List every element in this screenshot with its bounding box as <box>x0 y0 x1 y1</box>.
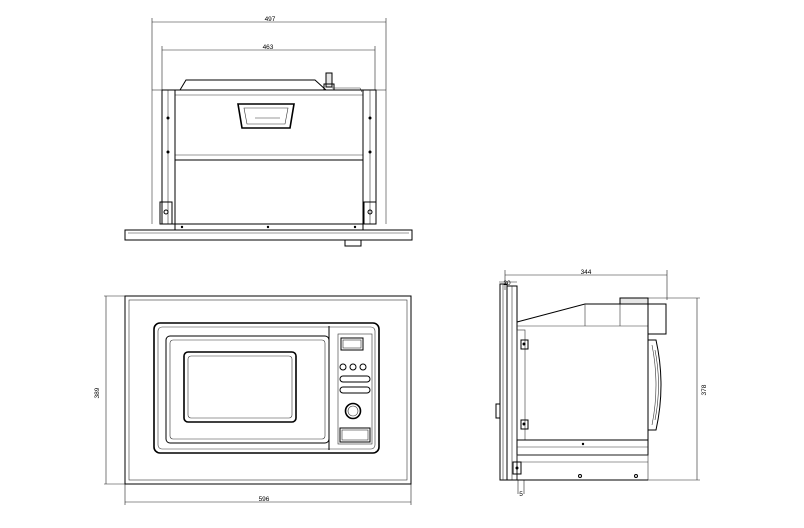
dim-label-top-inner: 463 <box>263 44 274 51</box>
side-fan-housing <box>648 339 662 431</box>
top-trim-latch <box>344 239 362 247</box>
front-button <box>349 363 357 371</box>
front-door-button <box>339 427 371 443</box>
dim-label-side-height: 378 <box>701 384 708 395</box>
front-view: 389 596 <box>94 295 412 505</box>
top-view: 497 463 <box>124 16 413 247</box>
side-base <box>516 439 649 456</box>
top-handle <box>237 103 295 129</box>
side-hinge <box>520 419 529 430</box>
front-window <box>183 351 297 423</box>
top-bracket-right <box>363 201 377 225</box>
top-cable <box>332 87 363 93</box>
dim-label-front-height: 389 <box>94 387 101 398</box>
top-housing-back <box>179 79 327 91</box>
front-control-panel <box>337 333 373 445</box>
side-vent <box>619 297 649 305</box>
side-hinge <box>520 339 529 350</box>
top-trim-plate <box>124 229 413 241</box>
top-screw <box>166 150 170 154</box>
top-body-lower <box>174 159 364 225</box>
top-frame-left <box>161 89 176 225</box>
front-trim-frame <box>124 295 412 485</box>
dim-label-side-offset: 5 <box>519 491 523 498</box>
side-view: 344 20 378 5 <box>495 269 708 498</box>
top-frame-right <box>362 89 377 225</box>
front-button-bar <box>339 375 371 383</box>
top-screw <box>368 116 372 120</box>
front-button <box>359 363 367 371</box>
side-foot <box>512 461 522 475</box>
front-button <box>339 363 347 371</box>
front-button-bar <box>339 386 371 394</box>
dim-label-front-width: 596 <box>259 496 270 503</box>
side-rear-upper <box>647 303 667 335</box>
side-rail <box>516 454 649 481</box>
top-vent-stub <box>325 72 333 88</box>
side-trim-plate <box>499 283 508 481</box>
side-body <box>516 303 649 456</box>
side-trim-clip <box>495 403 501 419</box>
top-body-upper <box>174 89 364 161</box>
front-display <box>340 337 364 351</box>
top-bracket-left <box>159 201 173 225</box>
top-screw <box>166 116 170 120</box>
dim-label-top-outer: 497 <box>265 16 276 23</box>
top-screw <box>368 150 372 154</box>
front-oven-body <box>153 322 380 454</box>
dim-label-side-depth: 344 <box>581 269 592 276</box>
front-dial <box>344 402 362 420</box>
